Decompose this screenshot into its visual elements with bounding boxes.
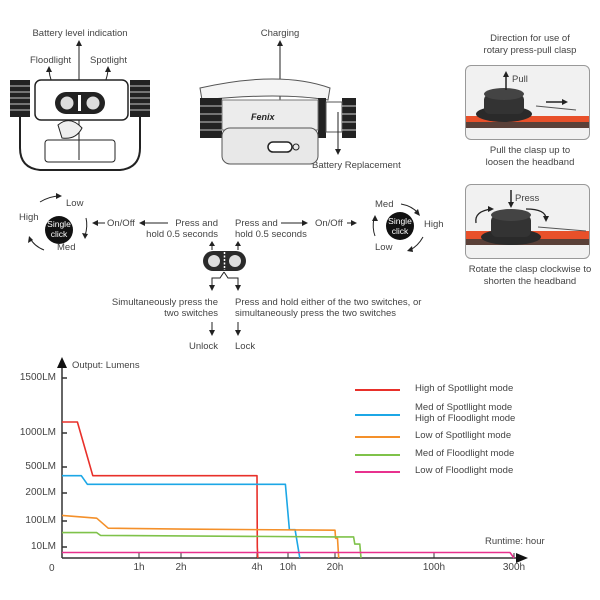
unlock-instruction: Simultaneously press the two switches [90, 297, 218, 319]
press-caption-line1: Rotate the clasp clockwise to [468, 264, 592, 275]
y-axis-title: Output: Lumens [72, 360, 140, 371]
series-line-5 [62, 551, 515, 559]
x-axis-title: Runtime: hour [485, 536, 545, 547]
unlock-result: Unlock [188, 341, 218, 352]
legend-swatch [355, 389, 400, 391]
right-press-hold-instruction: Press and hold 0.5 seconds [235, 218, 307, 240]
clasp-pull-caption: Pull the clasp up to loosen the headband [460, 145, 600, 169]
y-tick-label: 200LM [25, 487, 56, 498]
battery-level-label: Battery level indication [32, 28, 128, 39]
y-tick-label: 500LM [25, 461, 56, 472]
legend-swatch [355, 471, 400, 473]
x-tick-label: 2h [175, 562, 187, 573]
series-line-4 [62, 531, 362, 559]
press-arrow-label: Press [515, 193, 540, 204]
x-axis-arrowhead [516, 553, 528, 563]
floodlight-label: Floodlight [30, 55, 72, 66]
left-press-line2: hold 0.5 seconds [146, 229, 218, 240]
x-tick-label: 10h [279, 562, 297, 573]
legend-label: Med of Spotllight mode High of Floodligh… [415, 402, 515, 424]
clasp-title-line2: rotary press-pull clasp [483, 45, 577, 56]
battery-replacement-label: Battery Replacement [312, 160, 401, 171]
floodlight-switch [208, 255, 220, 267]
lock-result: Lock [235, 341, 256, 352]
right-on-off-label: On/Off [315, 218, 343, 229]
pull-arrow-label: Pull [512, 74, 528, 85]
y-tick-label: 100LM [25, 515, 56, 526]
right-single-click-circle [386, 212, 414, 240]
lock-line2: simultaneously press the two switches [235, 308, 397, 319]
lock-instruction: Press and hold either of the two switche… [235, 297, 421, 319]
spotlight-switch [229, 255, 241, 267]
clasp-pull-illustration [466, 71, 589, 128]
x-tick-label: 20h [326, 562, 344, 573]
series-line-1 [62, 421, 259, 559]
clasp-press-illustration [466, 190, 589, 245]
unlock-line1: Simultaneously press the [111, 297, 218, 308]
right-single-click-label[interactable]: Single click [386, 216, 414, 236]
series-line-2 [62, 474, 301, 559]
legend-swatch [355, 436, 400, 438]
right-single-line2: click [391, 226, 409, 236]
left-single-line1: Single [47, 219, 71, 229]
right-press-line2: hold 0.5 seconds [235, 229, 307, 240]
legend-label: Low of Spotllight mode [415, 430, 512, 441]
series-line-3 [61, 514, 340, 559]
left-mode-high: High [19, 212, 39, 223]
clasp-press-caption: Rotate the clasp clockwise to shorten th… [455, 264, 600, 288]
right-press-line1: Press and [235, 218, 278, 229]
left-on-off-label: On/Off [107, 218, 135, 229]
x-tick-label: 4h [251, 562, 263, 573]
left-single-click-label[interactable]: Single click [45, 219, 73, 239]
x-tick-label: 300h [502, 562, 526, 573]
clasp-press-photo: Press [465, 184, 590, 259]
left-press-hold-instruction: Press and hold 0.5 seconds [130, 218, 218, 240]
left-mode-low: Low [66, 198, 84, 209]
clasp-pull-photo: Pull [465, 65, 590, 140]
clasp-title-line1: Direction for use of [490, 33, 570, 44]
legend-swatch [355, 414, 400, 416]
left-single-click-circle [45, 216, 73, 244]
y-axis-arrowhead [57, 357, 67, 368]
x-tick-label: 100h [422, 562, 446, 573]
brand-logo: Fenix [251, 112, 275, 122]
lock-line1: Press and hold either of the two switche… [235, 297, 422, 308]
right-mode-med: Med [375, 199, 394, 210]
x-tick-label: 1h [133, 562, 145, 573]
pull-caption-line1: Pull the clasp up to [489, 145, 571, 156]
legend-label: High of Spotllight mode [415, 383, 514, 394]
legend-label-line2: High of Floodlight mode [415, 413, 516, 424]
unlock-line2: two switches [164, 308, 218, 319]
origin-label: 0 [49, 563, 55, 574]
pull-caption-line2: loosen the headband [485, 157, 575, 168]
right-single-line1: Single [388, 216, 412, 226]
legend-label: Low of Floodlight mode [415, 465, 514, 476]
y-tick-label: 1500LM [19, 372, 56, 383]
left-single-line2: click [50, 229, 68, 239]
left-press-line1: Press and [175, 218, 218, 229]
right-mode-low: Low [375, 242, 393, 253]
y-tick-label: 10LM [30, 541, 56, 552]
legend-label: Med of Floodlight mode [415, 448, 515, 459]
y-tick-label: 1000LM [19, 427, 56, 438]
clasp-title: Direction for use of rotary press-pull c… [460, 33, 600, 57]
legend-label-line1: Med of Spotllight mode [415, 402, 513, 413]
press-caption-line2: shorten the headband [483, 276, 577, 287]
right-mode-high: High [424, 219, 444, 230]
spotlight-label: Spotlight [90, 55, 127, 66]
charging-label: Charging [260, 28, 300, 39]
legend-swatch [355, 454, 400, 456]
left-mode-med: Med [57, 242, 76, 253]
